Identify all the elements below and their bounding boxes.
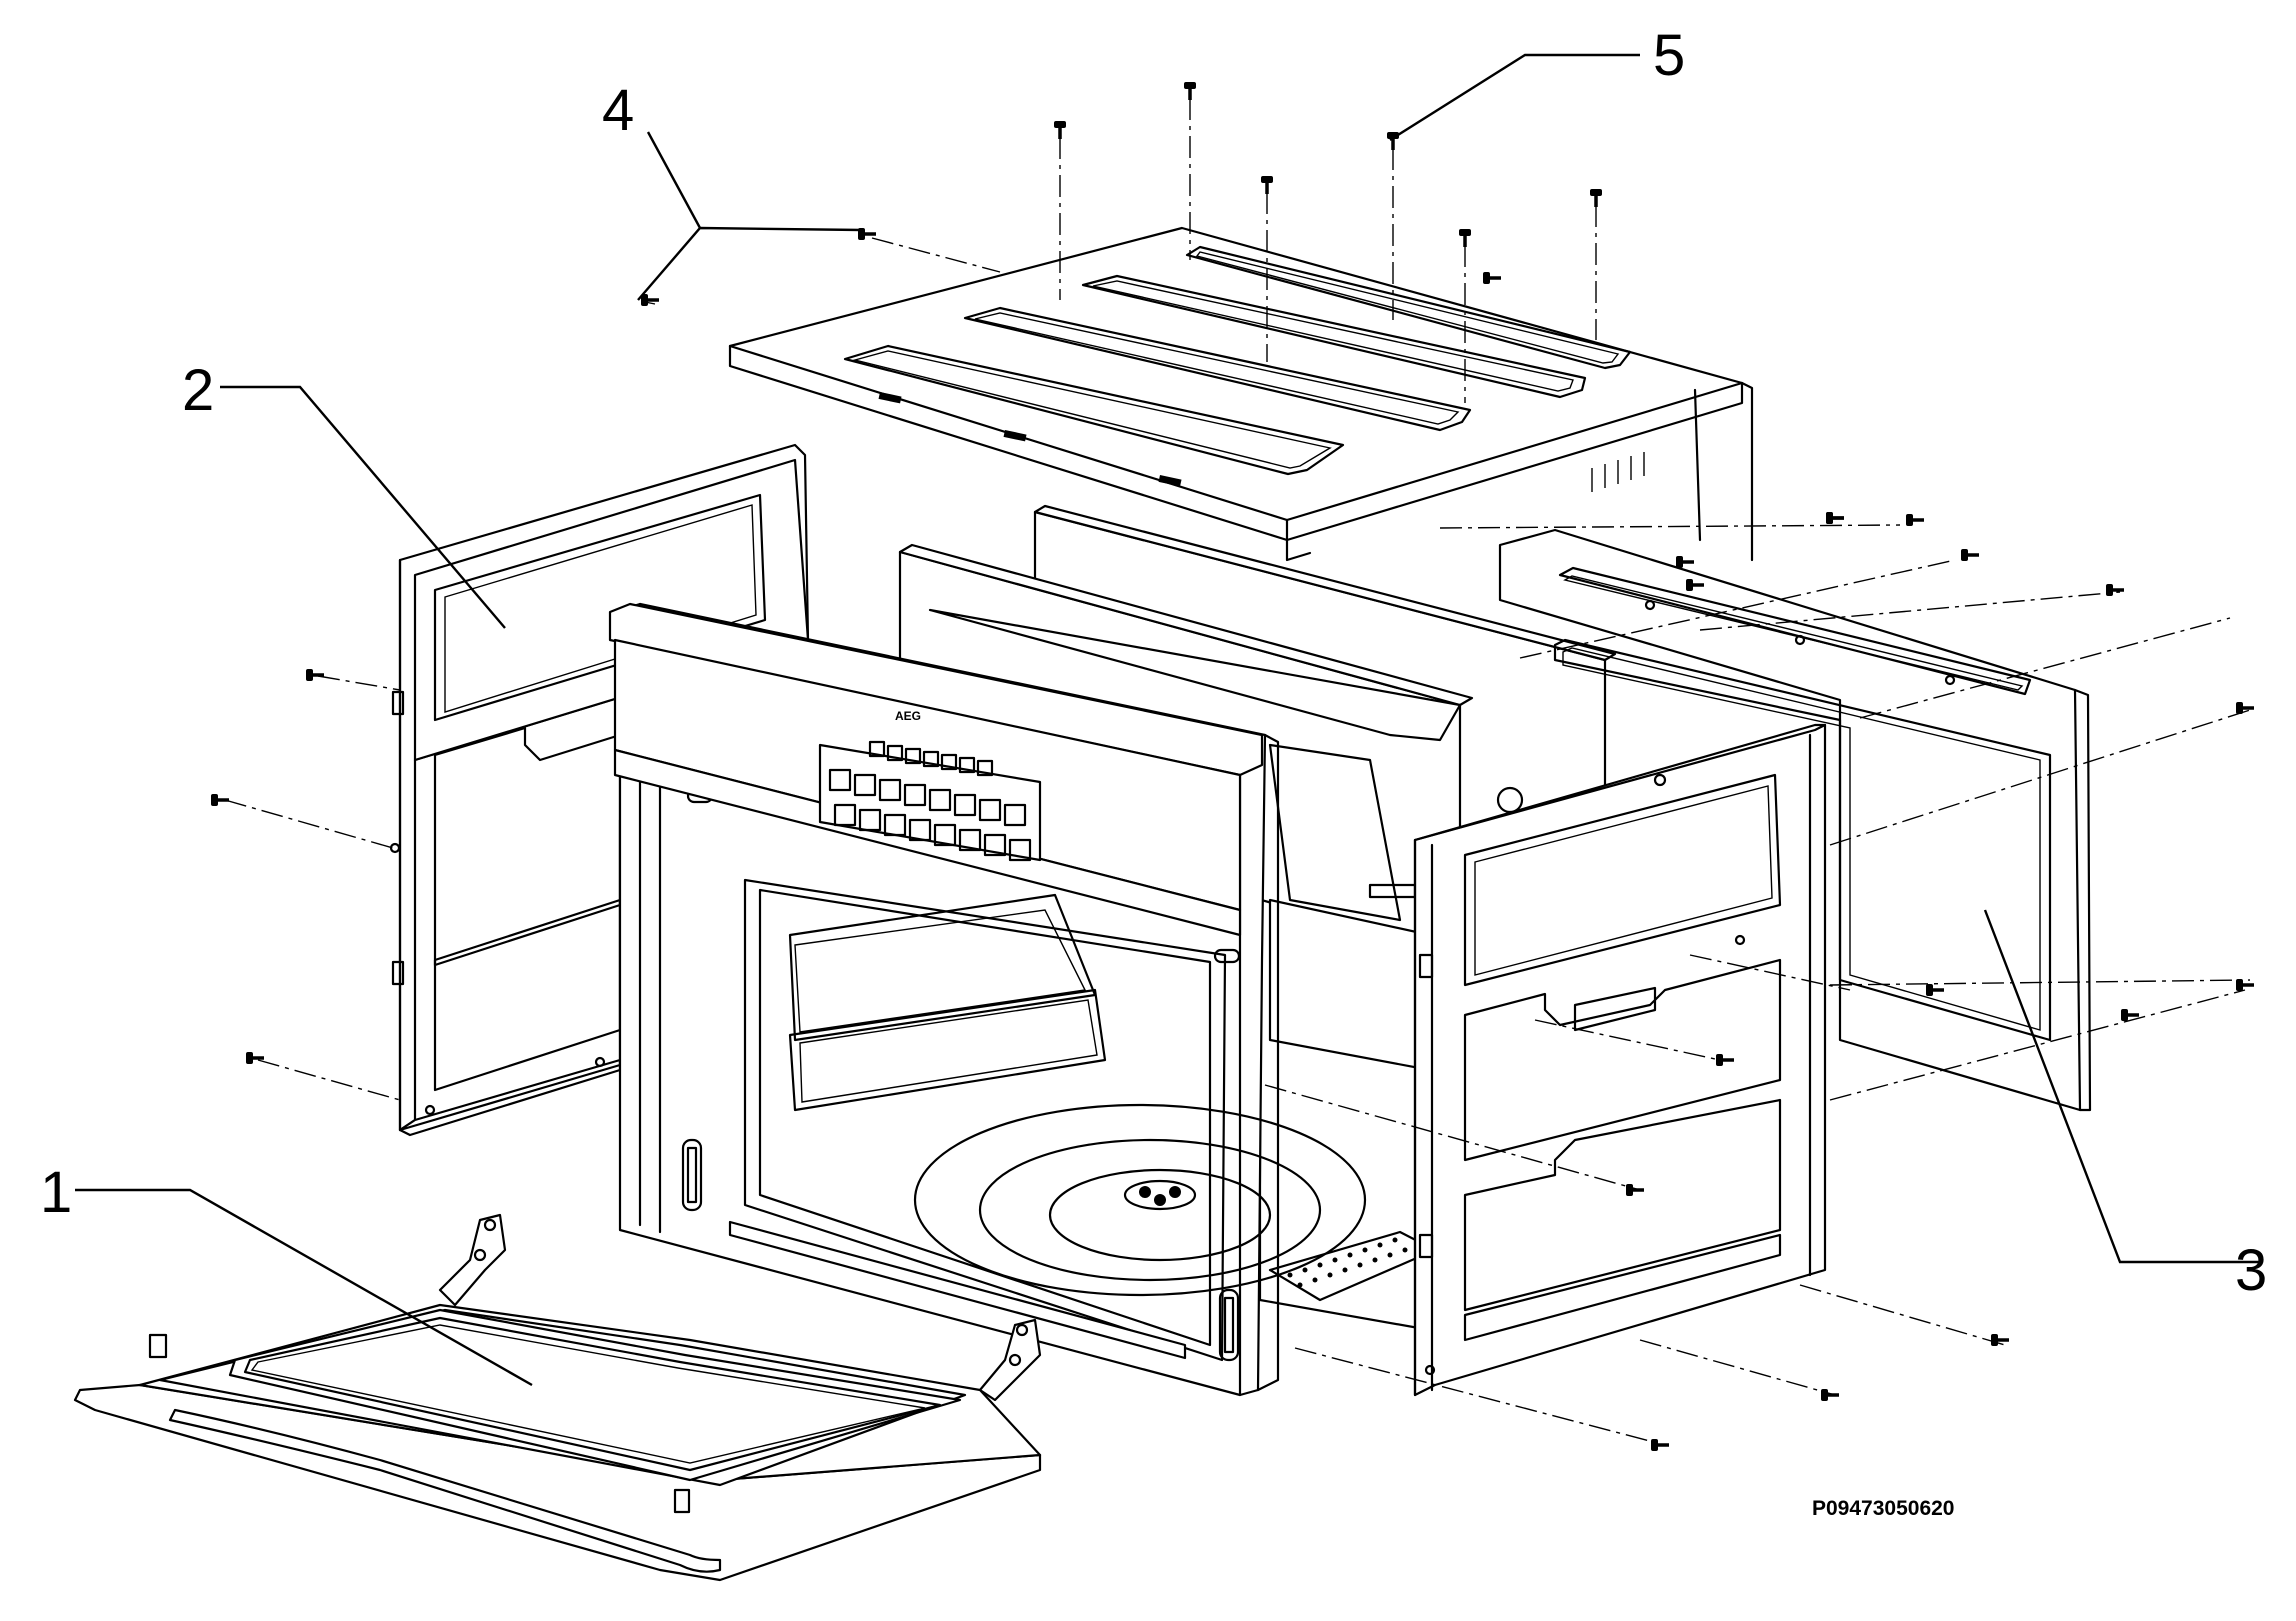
callout-1: 1 bbox=[40, 1160, 72, 1225]
screw-left-2 bbox=[209, 792, 231, 808]
assembly-axis-lines bbox=[224, 98, 2251, 1446]
left-side-panel bbox=[389, 443, 810, 1137]
door-hinge-left bbox=[438, 1213, 507, 1307]
screw-bottom-2 bbox=[1819, 1387, 1841, 1403]
leader-4b bbox=[646, 131, 702, 229]
control-panel: AEG bbox=[608, 602, 1264, 937]
screw-bottom-3 bbox=[1649, 1437, 1671, 1453]
turntable-plate bbox=[913, 1103, 1367, 1297]
perforated-base-tray bbox=[1268, 1230, 1437, 1302]
top-cover-recess-1 bbox=[843, 344, 1345, 476]
top-cover-panel bbox=[728, 226, 1754, 562]
screw-right-4 bbox=[2104, 582, 2126, 598]
screw-5b bbox=[1182, 80, 1198, 102]
callout-3: 3 bbox=[2235, 1238, 2267, 1303]
screw-rear-3 bbox=[1824, 510, 1846, 526]
panel-brand-logo: AEG bbox=[895, 709, 921, 723]
screw-left-1 bbox=[304, 667, 326, 683]
callout-5: 5 bbox=[1653, 23, 1685, 88]
leader-4a bbox=[637, 226, 863, 301]
rear-right-side-panel bbox=[1498, 528, 2092, 1112]
top-cover-recess-3 bbox=[1081, 274, 1587, 399]
top-cover-recess-4 bbox=[1185, 245, 1632, 370]
front-right-side-panel bbox=[1413, 723, 1827, 1397]
screw-right-1 bbox=[1904, 512, 1926, 528]
screw-right-6 bbox=[2234, 977, 2256, 993]
screw-5e bbox=[1457, 227, 1473, 249]
screw-rear-1 bbox=[1674, 554, 1696, 570]
screw-4b bbox=[639, 292, 661, 308]
leader-3 bbox=[1983, 909, 2262, 1264]
rear-right-rail bbox=[1558, 566, 2032, 696]
part-code-label: P09473050620 bbox=[1812, 1497, 1954, 1520]
screw-5c bbox=[1259, 174, 1275, 196]
oven-door bbox=[73, 1213, 1042, 1582]
leader-2 bbox=[220, 385, 506, 629]
callout-2: 2 bbox=[182, 358, 214, 423]
leader-lines bbox=[75, 53, 2262, 1387]
screw-5a bbox=[1052, 119, 1068, 141]
control-buttons bbox=[828, 740, 1032, 862]
screw-left-3 bbox=[244, 1050, 266, 1066]
callout-4: 4 bbox=[602, 78, 634, 143]
screw-right-3 bbox=[1959, 547, 1981, 563]
callout-labels: 1 2 3 4 5 bbox=[40, 23, 2267, 1303]
door-hinge-right bbox=[978, 1318, 1042, 1402]
leader-1 bbox=[75, 1188, 533, 1387]
leader-5 bbox=[1389, 53, 1640, 142]
screw-5f bbox=[1588, 187, 1604, 209]
screw-top-nut bbox=[1481, 270, 1503, 286]
top-cover-recess-2 bbox=[963, 306, 1472, 432]
